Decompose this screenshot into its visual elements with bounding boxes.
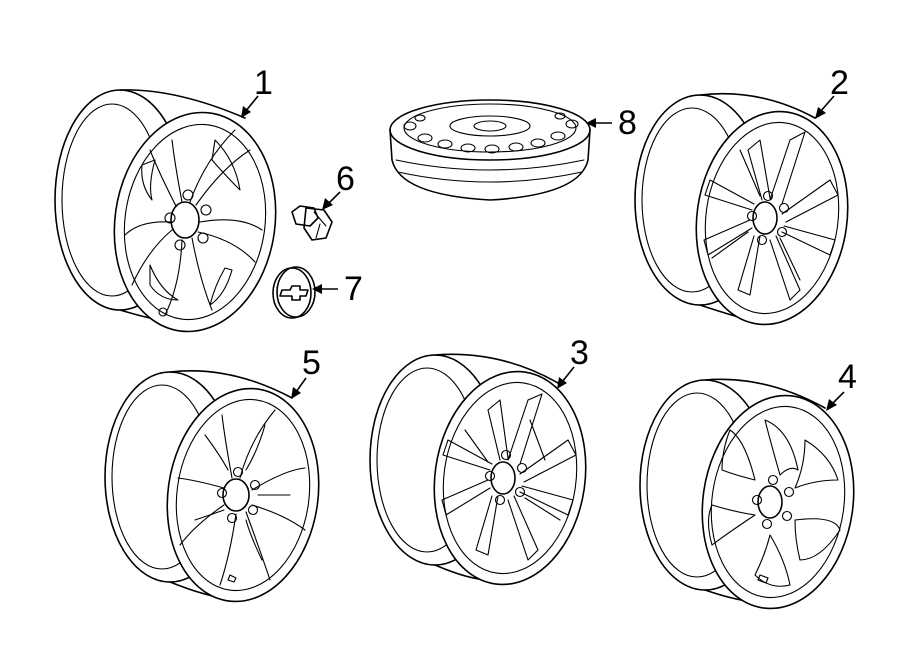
wheel-4[interactable]: [639, 378, 867, 618]
callout-3: 3: [570, 334, 589, 372]
spare-steel-wheel[interactable]: [389, 99, 591, 201]
callout-labels: 1 2 3 4 5 6 7 8: [254, 64, 857, 396]
wheel-1[interactable]: [54, 89, 290, 342]
center-cap[interactable]: [272, 266, 316, 319]
callout-5: 5: [302, 344, 321, 382]
wheel-5[interactable]: [104, 369, 332, 612]
wheel-3[interactable]: [369, 353, 599, 594]
lug-nut[interactable]: [291, 205, 333, 241]
callout-4: 4: [838, 358, 857, 396]
callout-8: 8: [618, 104, 637, 142]
callout-6: 6: [336, 160, 355, 198]
wheel-2[interactable]: [634, 92, 861, 335]
leader-lines: [241, 95, 845, 411]
callout-2: 2: [830, 64, 849, 102]
callout-1: 1: [254, 64, 273, 102]
callout-7: 7: [344, 270, 363, 308]
